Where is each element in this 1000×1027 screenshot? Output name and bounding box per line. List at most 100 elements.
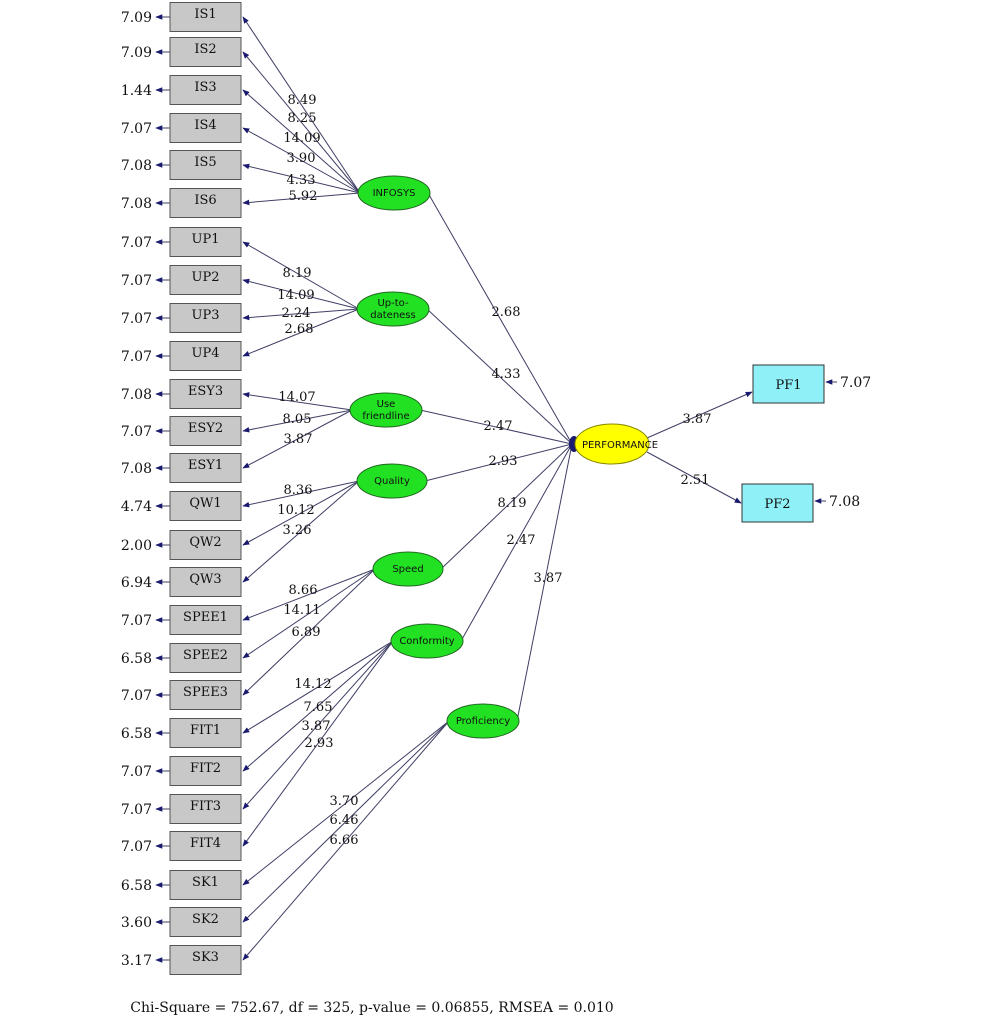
indicator-box-qw2 xyxy=(169,530,242,560)
structural-value-conformity: 2.47 xyxy=(507,533,536,548)
structural-path-conformity xyxy=(460,443,573,642)
indicator-box-is6 xyxy=(169,188,242,218)
indicator-box-esy2 xyxy=(169,416,242,446)
indicator-box-sk3 xyxy=(169,945,242,975)
loading-value-infosys-is2: 8.25 xyxy=(288,111,317,126)
error-value-spee2: 6.58 xyxy=(121,651,152,667)
error-value-is2: 7.09 xyxy=(121,45,152,61)
loading-path-proficiency-sk1 xyxy=(242,720,450,886)
loading-path-uptodate-up1 xyxy=(242,241,360,310)
error-value-esy2: 7.07 xyxy=(121,424,152,440)
indicator-box-esy1 xyxy=(169,453,242,483)
structural-path-infosys xyxy=(427,192,573,445)
loading-path-conformity-fit2 xyxy=(242,640,394,772)
loading-path-infosys-is4 xyxy=(242,127,361,194)
indicator-label-fit3: FIT3 xyxy=(190,799,221,814)
outcome-path-pf1 xyxy=(646,391,753,439)
loading-path-speed-spee3 xyxy=(242,568,376,696)
latent-label-speed: Speed xyxy=(392,564,423,575)
latent-quality xyxy=(356,463,428,499)
performance-construct xyxy=(574,423,650,465)
indicator-box-spee3 xyxy=(169,680,242,710)
outcome-box-pf1 xyxy=(752,364,825,404)
loading-path-infosys-is6 xyxy=(242,192,361,206)
indicator-box-up2 xyxy=(169,265,242,295)
loading-value-speed-spee1: 8.66 xyxy=(289,583,318,598)
structural-path-quality xyxy=(424,443,573,482)
loading-path-proficiency-sk3 xyxy=(242,720,450,961)
indicator-label-qw3: QW3 xyxy=(189,572,221,587)
latent-conformity xyxy=(390,623,464,659)
indicator-box-fit2 xyxy=(169,756,242,786)
latent-proficiency xyxy=(446,703,520,739)
indicator-box-qw1 xyxy=(169,491,242,521)
loading-value-conformity-fit2: 7.65 xyxy=(304,700,333,715)
outcome-path-pf2 xyxy=(646,451,742,504)
loading-path-conformity-fit1 xyxy=(242,640,394,734)
indicator-box-fit1 xyxy=(169,718,242,748)
loading-path-usefriendly-esy2 xyxy=(242,409,353,433)
error-value-fit4: 7.07 xyxy=(121,839,152,855)
error-value-qw2: 2.00 xyxy=(121,538,152,554)
loading-value-usefriendly-esy1: 3.87 xyxy=(284,432,313,447)
outcome-error-pf2: 7.08 xyxy=(829,494,860,510)
indicator-box-sk1 xyxy=(169,870,242,900)
indicator-label-up2: UP2 xyxy=(192,270,220,285)
loading-value-uptodate-up4: 2.68 xyxy=(285,322,314,337)
outcome-box-pf2 xyxy=(741,483,814,523)
fit-statistics: Chi-Square = 752.67, df = 325, p-value =… xyxy=(130,1000,613,1016)
indicator-label-fit1: FIT1 xyxy=(190,723,221,738)
loading-path-infosys-is1 xyxy=(242,16,361,194)
latent-label-usefriendly-0: Use xyxy=(377,399,396,410)
loading-value-infosys-is6: 5.92 xyxy=(289,189,318,204)
structural-path-usefriendly xyxy=(419,409,573,445)
indicator-box-sk2 xyxy=(169,907,242,937)
error-value-esy3: 7.08 xyxy=(121,387,152,403)
error-value-fit2: 7.07 xyxy=(121,764,152,780)
loading-value-infosys-is1: 8.49 xyxy=(288,93,317,108)
loading-path-usefriendly-esy1 xyxy=(242,409,353,469)
indicator-label-is6: IS6 xyxy=(194,193,216,208)
loading-value-quality-qw3: 3.26 xyxy=(283,523,312,538)
structural-value-quality: 2.93 xyxy=(489,454,518,469)
loading-path-uptodate-up3 xyxy=(242,308,360,321)
indicator-box-qw3 xyxy=(169,567,242,597)
indicator-label-sk1: SK1 xyxy=(192,875,219,890)
loading-value-speed-spee2: 14.11 xyxy=(283,603,320,618)
indicator-label-is3: IS3 xyxy=(194,80,216,95)
paths-layer xyxy=(155,14,837,963)
latent-label-conformity: Conformity xyxy=(399,636,454,647)
latent-uptodate xyxy=(356,291,430,327)
loading-value-proficiency-sk2: 6.46 xyxy=(330,813,359,828)
structural-value-speed: 8.19 xyxy=(498,496,527,511)
loading-path-infosys-is3 xyxy=(242,89,361,194)
indicator-box-is3 xyxy=(169,75,242,105)
structural-value-infosys: 2.68 xyxy=(492,305,521,320)
latent-label-quality: Quality xyxy=(374,476,410,487)
indicator-label-up1: UP1 xyxy=(192,232,220,247)
indicator-box-is5 xyxy=(169,150,242,180)
latent-label-usefriendly-1: friendline xyxy=(362,411,409,422)
performance-label: PERFORMANCE xyxy=(582,440,658,451)
indicator-box-is4 xyxy=(169,113,242,143)
loading-path-conformity-fit4 xyxy=(242,640,394,847)
latent-label-proficiency: Proficiency xyxy=(456,716,510,727)
indicator-label-is5: IS5 xyxy=(194,155,216,170)
loading-value-quality-qw2: 10.12 xyxy=(277,503,314,518)
indicator-box-spee1 xyxy=(169,605,242,635)
indicator-label-is1: IS1 xyxy=(194,7,216,22)
loading-value-proficiency-sk1: 3.70 xyxy=(330,794,359,809)
error-value-sk1: 6.58 xyxy=(121,878,152,894)
indicator-label-spee2: SPEE2 xyxy=(183,648,228,663)
loading-value-uptodate-up1: 8.19 xyxy=(283,266,312,281)
indicator-box-up1 xyxy=(169,227,242,257)
indicator-box-is1 xyxy=(169,2,242,32)
error-value-fit1: 6.58 xyxy=(121,726,152,742)
loading-value-infosys-is3: 14.09 xyxy=(283,131,320,146)
indicator-label-sk2: SK2 xyxy=(192,912,219,927)
indicator-label-qw1: QW1 xyxy=(189,496,221,511)
loading-path-quality-qw1 xyxy=(242,480,360,508)
indicator-label-qw2: QW2 xyxy=(189,535,221,550)
structural-value-usefriendly: 2.47 xyxy=(484,419,513,434)
